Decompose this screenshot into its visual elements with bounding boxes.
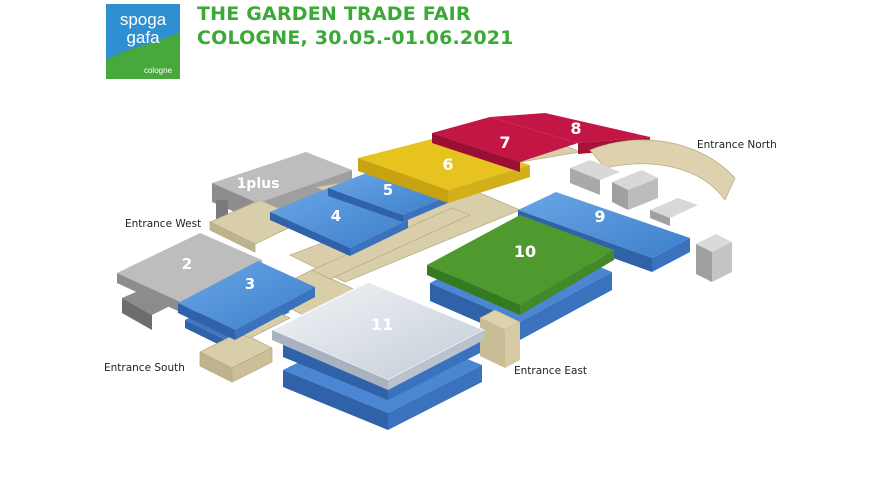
entrance-north-building xyxy=(589,139,736,201)
entrance-north-label: Entrance North xyxy=(697,139,777,151)
hall-label-11: 11 xyxy=(371,315,393,334)
hall-7[interactable]: 7 xyxy=(432,117,578,172)
hall-label-2: 2 xyxy=(182,255,192,273)
entrance-east-building xyxy=(479,309,521,368)
page-title: THE GARDEN TRADE FAIR xyxy=(197,3,471,25)
hall-4[interactable]: 4 xyxy=(270,188,408,256)
hall-label-7: 7 xyxy=(499,133,510,152)
logo-text-spoga: spoga xyxy=(120,10,167,29)
hall-label-9: 9 xyxy=(594,207,605,226)
hall-label-1plus: 1plus xyxy=(237,176,280,192)
hall-3[interactable]: 3 xyxy=(178,261,315,340)
hall-label-10: 10 xyxy=(514,242,536,261)
service-buildings xyxy=(570,160,732,282)
hall-label-3: 3 xyxy=(245,275,255,293)
entrance-west-label: Entrance West xyxy=(125,218,201,230)
hall-label-8: 8 xyxy=(570,119,581,138)
entrance-east-label: Entrance East xyxy=(514,365,587,377)
page-subtitle: COLOGNE, 30.05.-01.06.2021 xyxy=(197,27,514,49)
hall-11[interactable]: 11 xyxy=(270,281,486,390)
hall-5[interactable]: 5 xyxy=(328,170,450,222)
logo-text-gafa: gafa xyxy=(126,28,160,47)
hall-10[interactable]: 10 xyxy=(427,215,614,315)
hall-label-6: 6 xyxy=(442,155,453,174)
logo-text-cologne: cologne xyxy=(144,66,173,75)
entrance-south-label: Entrance South xyxy=(104,362,185,374)
header: THE GARDEN TRADE FAIR COLOGNE, 30.05.-01… xyxy=(197,2,514,50)
hall-label-4: 4 xyxy=(331,207,341,225)
hall-label-5: 5 xyxy=(383,181,393,199)
spoga-gafa-logo: spoga gafa cologne xyxy=(106,4,180,79)
hall-6[interactable]: 6 xyxy=(358,137,530,203)
